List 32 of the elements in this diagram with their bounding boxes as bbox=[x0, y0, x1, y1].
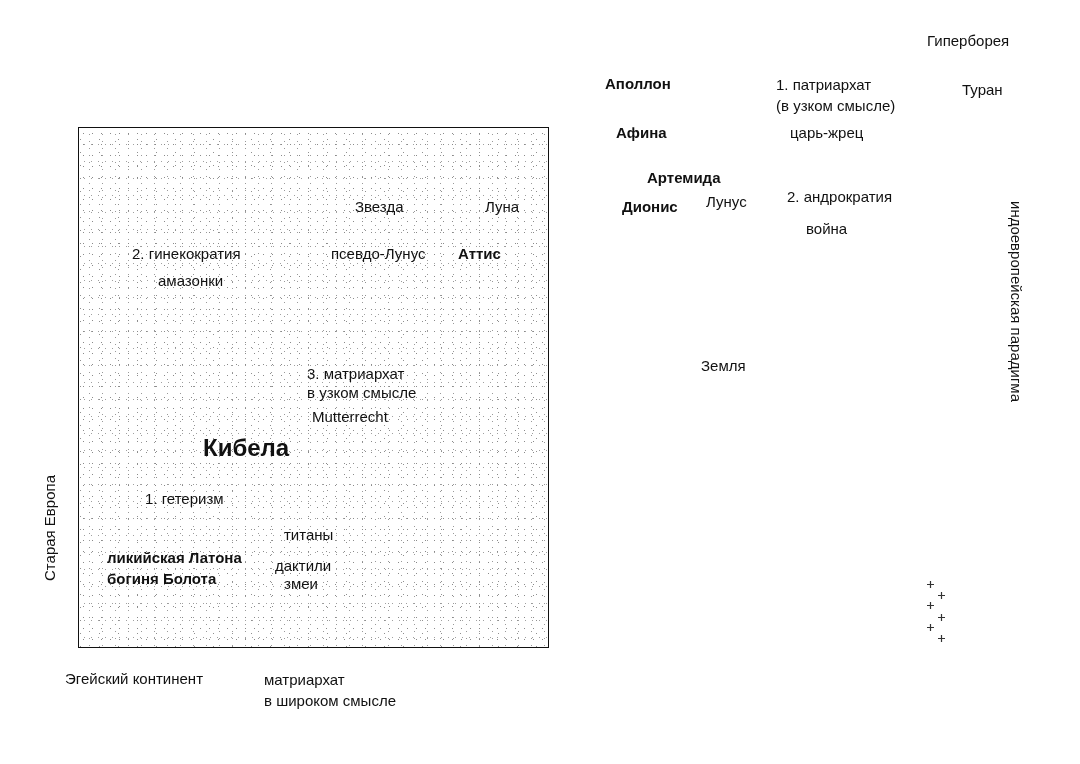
deity-name: Кибела bbox=[203, 433, 290, 462]
deity-name: Аполлон bbox=[605, 75, 671, 93]
term-label: матриархат в широком смысле bbox=[264, 670, 396, 711]
term-label: змеи bbox=[284, 575, 318, 593]
term-label: Звезда bbox=[355, 198, 404, 216]
term-label: Земля bbox=[701, 357, 746, 375]
term-label: Луна bbox=[485, 198, 520, 216]
vertical-label: индоевропейская парадигма bbox=[1007, 201, 1025, 403]
term-label: 2. гинекократия bbox=[132, 245, 241, 263]
vertical-label: Старая Европа bbox=[41, 475, 59, 581]
deity-name: Афина bbox=[616, 124, 667, 142]
term-label: 1. патриархат (в узком смысле) bbox=[776, 75, 896, 116]
region-label: Туран bbox=[962, 81, 1003, 99]
term-label: 1. гетеризм bbox=[145, 490, 224, 508]
term-label: дактили bbox=[275, 557, 332, 575]
deity-name: Дионис bbox=[622, 198, 678, 216]
deity-name: Артемида bbox=[647, 169, 721, 187]
term-label: Лунус bbox=[706, 193, 747, 211]
term-label: 2. андрократия bbox=[787, 188, 893, 206]
region-label: Гиперборея bbox=[927, 32, 1010, 50]
term-label: Mutterrecht bbox=[312, 408, 388, 426]
stippled-square bbox=[78, 127, 549, 648]
term-label: амазонки bbox=[158, 272, 224, 290]
region-label: Эгейский континент bbox=[65, 670, 204, 688]
term-label: 3. матриархат в узком смысле bbox=[307, 364, 417, 402]
deity-name: богиня Болота bbox=[107, 570, 217, 588]
deity-name: Аттис bbox=[458, 245, 501, 263]
term-label: война bbox=[806, 220, 848, 238]
term-label: царь-жрец bbox=[790, 124, 864, 142]
deity-name: ликийская Латона bbox=[107, 549, 242, 567]
term-label: титаны bbox=[284, 526, 334, 544]
term-label: псевдо-Лунус bbox=[331, 245, 426, 263]
